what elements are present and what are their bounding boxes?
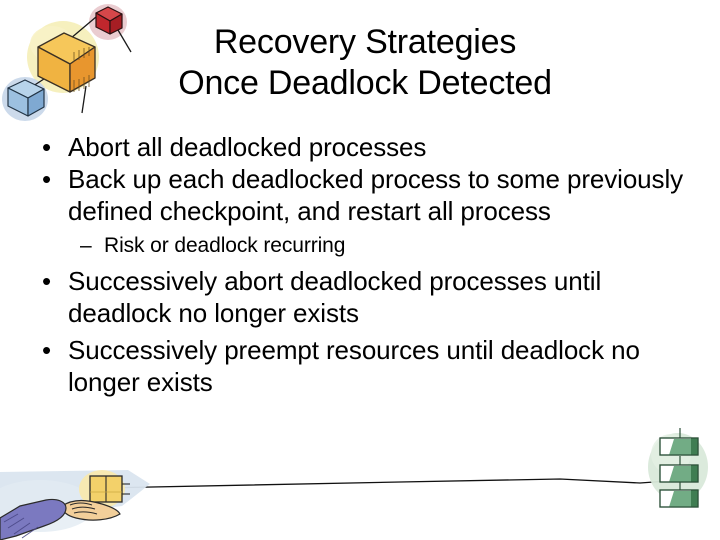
green-box-1 bbox=[659, 437, 699, 456]
bullet-marker: • bbox=[42, 164, 52, 194]
sub-bullet-item: – Risk or deadlock recurring bbox=[30, 232, 690, 260]
slide-body: • Abort all deadlocked processes • Back … bbox=[30, 131, 690, 398]
sub-bullet-text: Risk or deadlock recurring bbox=[104, 234, 346, 257]
sleeve bbox=[0, 498, 67, 540]
bullet-item: • Abort all deadlocked processes bbox=[30, 131, 690, 163]
bullet-item: • Successively abort deadlocked processe… bbox=[30, 265, 690, 329]
slide-title: Recovery Strategies Once Deadlock Detect… bbox=[60, 22, 670, 104]
bullet-marker: • bbox=[42, 266, 52, 296]
green-stacked-boxes-image bbox=[636, 424, 720, 510]
connector-line-image bbox=[0, 455, 720, 515]
slide-title-line-2: Once Deadlock Detected bbox=[178, 64, 552, 102]
blue-box bbox=[7, 79, 45, 117]
bullet-text: Back up each deadlocked process to some … bbox=[68, 164, 684, 226]
bullet-text: Abort all deadlocked processes bbox=[68, 132, 427, 162]
bullet-item: • Back up each deadlocked process to som… bbox=[30, 163, 690, 227]
red-box bbox=[95, 6, 123, 35]
hand bbox=[61, 499, 121, 521]
green-box-2 bbox=[659, 464, 699, 483]
bullet-marker: • bbox=[42, 335, 52, 365]
yellow-box bbox=[37, 32, 96, 93]
yellow-box-held bbox=[89, 475, 130, 503]
bullet-marker: • bbox=[42, 132, 52, 162]
connector-path bbox=[102, 478, 669, 489]
hand-holding-box-image bbox=[0, 462, 200, 540]
sub-bullet-marker: – bbox=[80, 234, 92, 257]
bullet-text: Successively preempt resources until dea… bbox=[68, 335, 640, 397]
linked-boxes-cluster-image bbox=[0, 0, 140, 135]
green-box-3 bbox=[659, 489, 699, 508]
bullet-text: Successively abort deadlocked processes … bbox=[68, 266, 602, 328]
bullet-item: • Successively preempt resources until d… bbox=[30, 334, 690, 398]
slide-title-line-1: Recovery Strategies bbox=[213, 23, 517, 61]
